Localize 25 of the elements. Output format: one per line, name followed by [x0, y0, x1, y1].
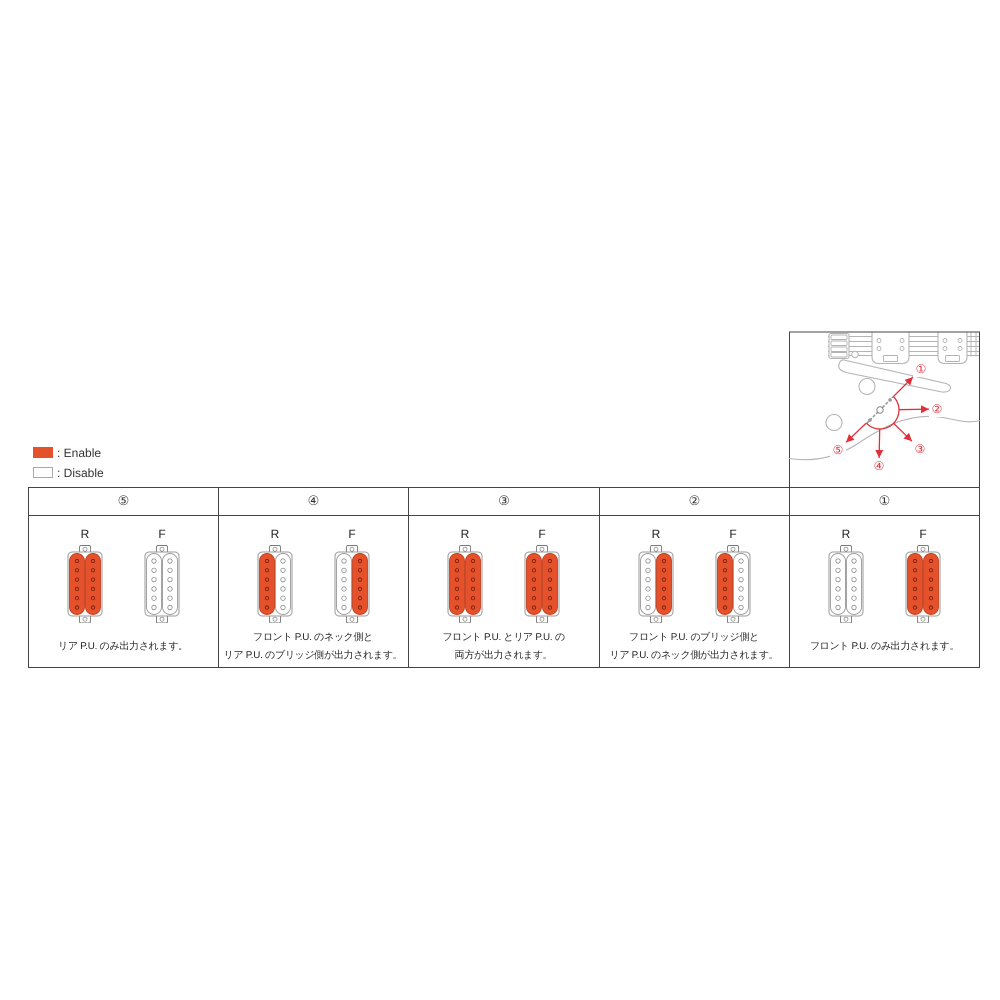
pickup-label: F [348, 527, 356, 541]
header-cell: ④ [218, 487, 408, 515]
pickup-label: R [80, 527, 90, 541]
pickup-label: F [538, 527, 546, 541]
pickup-label: F [158, 527, 166, 541]
header-cell: ⑤ [28, 487, 218, 515]
header-cell: ③ [408, 487, 599, 515]
arrow [892, 376, 914, 398]
pickup-label: R [270, 527, 280, 541]
arrow [893, 422, 912, 442]
header-cell: ② [599, 487, 789, 515]
header-cell: ① [789, 487, 980, 515]
selector-switch [865, 395, 902, 432]
pickup-label: F [919, 527, 927, 541]
legend-label: : Disable [57, 466, 104, 480]
pickup-label: R [460, 527, 470, 541]
position-number: ⑤ [830, 442, 846, 458]
legend-label: : Enable [57, 446, 102, 460]
arrow [898, 405, 930, 414]
pickup-label: R [842, 527, 850, 541]
pickup-label: R [652, 527, 660, 541]
arrow [875, 428, 884, 458]
position-number: ② [929, 401, 945, 417]
arrow [846, 422, 867, 443]
pickup-label: F [729, 527, 737, 541]
